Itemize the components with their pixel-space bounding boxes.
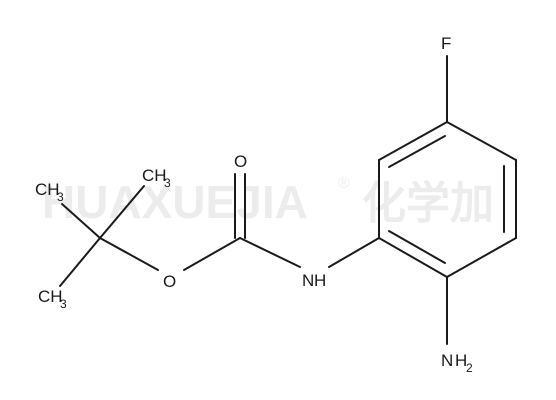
atom-methyl-left: CH [35, 180, 60, 199]
atom-amide-h: H [314, 271, 326, 290]
co-o-bond [183, 237, 241, 271]
atom-methyl-top-sub: 3 [164, 176, 171, 190]
c-me-top-bond [99, 185, 145, 239]
atom-methyl-top: CH [142, 166, 167, 185]
atom-ester-oxygen: O [163, 272, 176, 291]
ring-bond-6-inner [388, 135, 446, 168]
atom-fluorine: F [441, 34, 451, 53]
c-nh-bond [328, 237, 380, 268]
ring-bond-4 [378, 237, 448, 278]
atom-amine-subscript: 2 [466, 361, 473, 375]
watermark-registered: ® [338, 175, 350, 192]
o-c-bond [99, 237, 159, 271]
watermark-latin: HUAXUEJIA [42, 176, 308, 228]
ring-bond-3 [446, 237, 517, 278]
atom-amine-n: N [441, 351, 453, 370]
ring-bond-4-inner [388, 230, 446, 264]
atom-amine-h: H [455, 351, 467, 370]
nh-co-bond [239, 237, 301, 268]
atom-methyl-bottom-sub: 3 [60, 297, 67, 311]
atom-amide-n: N [302, 271, 314, 290]
atom-methyl-left-sub: 3 [57, 190, 64, 204]
atom-carbonyl-oxygen: O [234, 152, 247, 171]
atom-methyl-bottom: CH [38, 287, 63, 306]
c-me-bottom-bond [59, 237, 101, 287]
ring-bond-6 [378, 121, 448, 161]
c-me-left-bond [61, 203, 101, 239]
ring-bond-1 [446, 121, 517, 161]
watermark-chinese: 化学加 [362, 178, 494, 229]
